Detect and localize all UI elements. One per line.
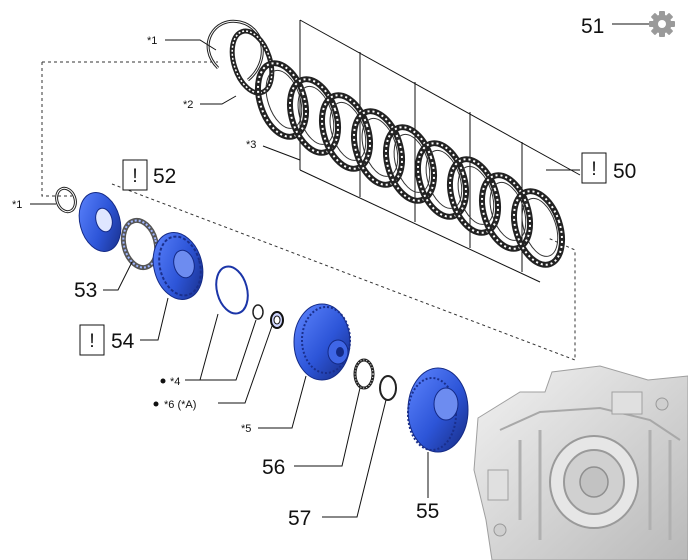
caution-box-50: !	[581, 152, 607, 184]
part-56-thrust-bearing	[353, 358, 375, 390]
snap-ring-left	[55, 186, 77, 214]
part-54-piston	[152, 232, 204, 300]
note-2: *2	[183, 99, 193, 111]
exclamation-icon: !	[132, 166, 137, 187]
note-1-left: *1	[12, 199, 22, 211]
part-57-washer	[379, 375, 397, 401]
bullet-dot	[160, 378, 166, 384]
note-1-top: *1	[147, 35, 157, 47]
label-54: 54	[111, 330, 135, 353]
label-51: 51	[581, 15, 604, 38]
caution-box-52: !	[122, 159, 148, 191]
label-56: 56	[262, 456, 285, 479]
small-seal-ring	[252, 304, 264, 320]
note-4: *4	[170, 376, 180, 388]
part-52-plate	[78, 192, 122, 252]
clutch-disc	[319, 92, 373, 172]
label-53: 53	[74, 279, 97, 302]
note-3: *3	[246, 139, 256, 151]
clutch-discs	[255, 60, 565, 268]
flange-plate	[229, 28, 275, 96]
clutch-disc	[383, 124, 437, 204]
transmission-housing	[473, 365, 688, 560]
part-53-spring	[120, 217, 160, 271]
clutch-disc	[511, 188, 565, 268]
assembly-guide-left	[41, 62, 72, 197]
note-5: *5	[241, 423, 251, 435]
caution-box-54: !	[79, 324, 105, 356]
label-52: 52	[153, 165, 176, 188]
bullet-dot	[153, 401, 159, 407]
note-6: *6 (*A)	[164, 399, 196, 411]
gear-icon	[649, 11, 675, 37]
needle-bearing	[270, 311, 284, 329]
label-55: 55	[416, 500, 439, 523]
snap-ring-top	[206, 19, 264, 82]
part-55-gear	[407, 367, 469, 453]
part-5-drum	[293, 303, 351, 381]
exclamation-icon: !	[591, 159, 596, 180]
label-50: 50	[613, 160, 636, 183]
exclamation-icon: !	[89, 331, 94, 352]
label-57: 57	[288, 507, 311, 530]
leader-lines	[30, 23, 650, 518]
o-ring	[215, 265, 249, 315]
clutch-disc	[479, 172, 533, 252]
